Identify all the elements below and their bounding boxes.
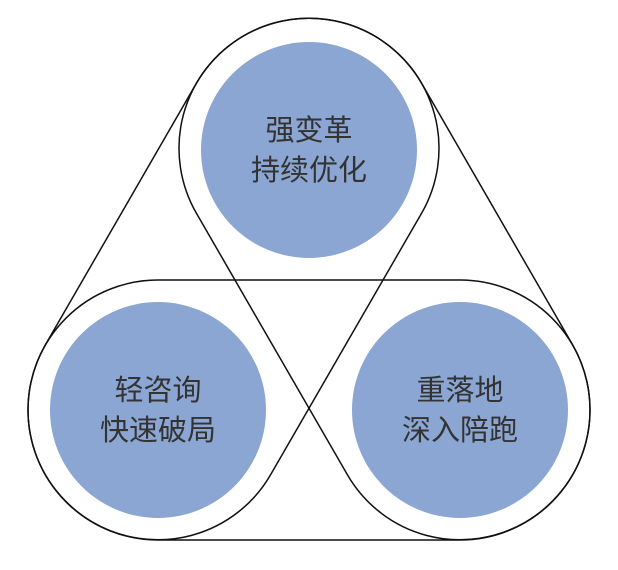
node-title: 重落地 — [416, 373, 504, 407]
node-circle-right — [352, 302, 568, 518]
node-subtitle: 快速破局 — [99, 413, 216, 447]
node-label-right: 重落地 深入陪跑 — [360, 370, 560, 450]
node-label-left: 轻咨询 快速破局 — [58, 370, 258, 450]
node-subtitle: 深入陪跑 — [401, 413, 518, 447]
node-circle-top — [201, 42, 417, 258]
node-label-top: 强变革 持续优化 — [209, 110, 409, 190]
node-title: 轻咨询 — [114, 373, 202, 407]
capsule-right — [178, 17, 591, 541]
node-subtitle: 持续优化 — [250, 153, 367, 187]
node-circle-left — [50, 302, 266, 518]
node-title: 强变革 — [265, 113, 353, 147]
